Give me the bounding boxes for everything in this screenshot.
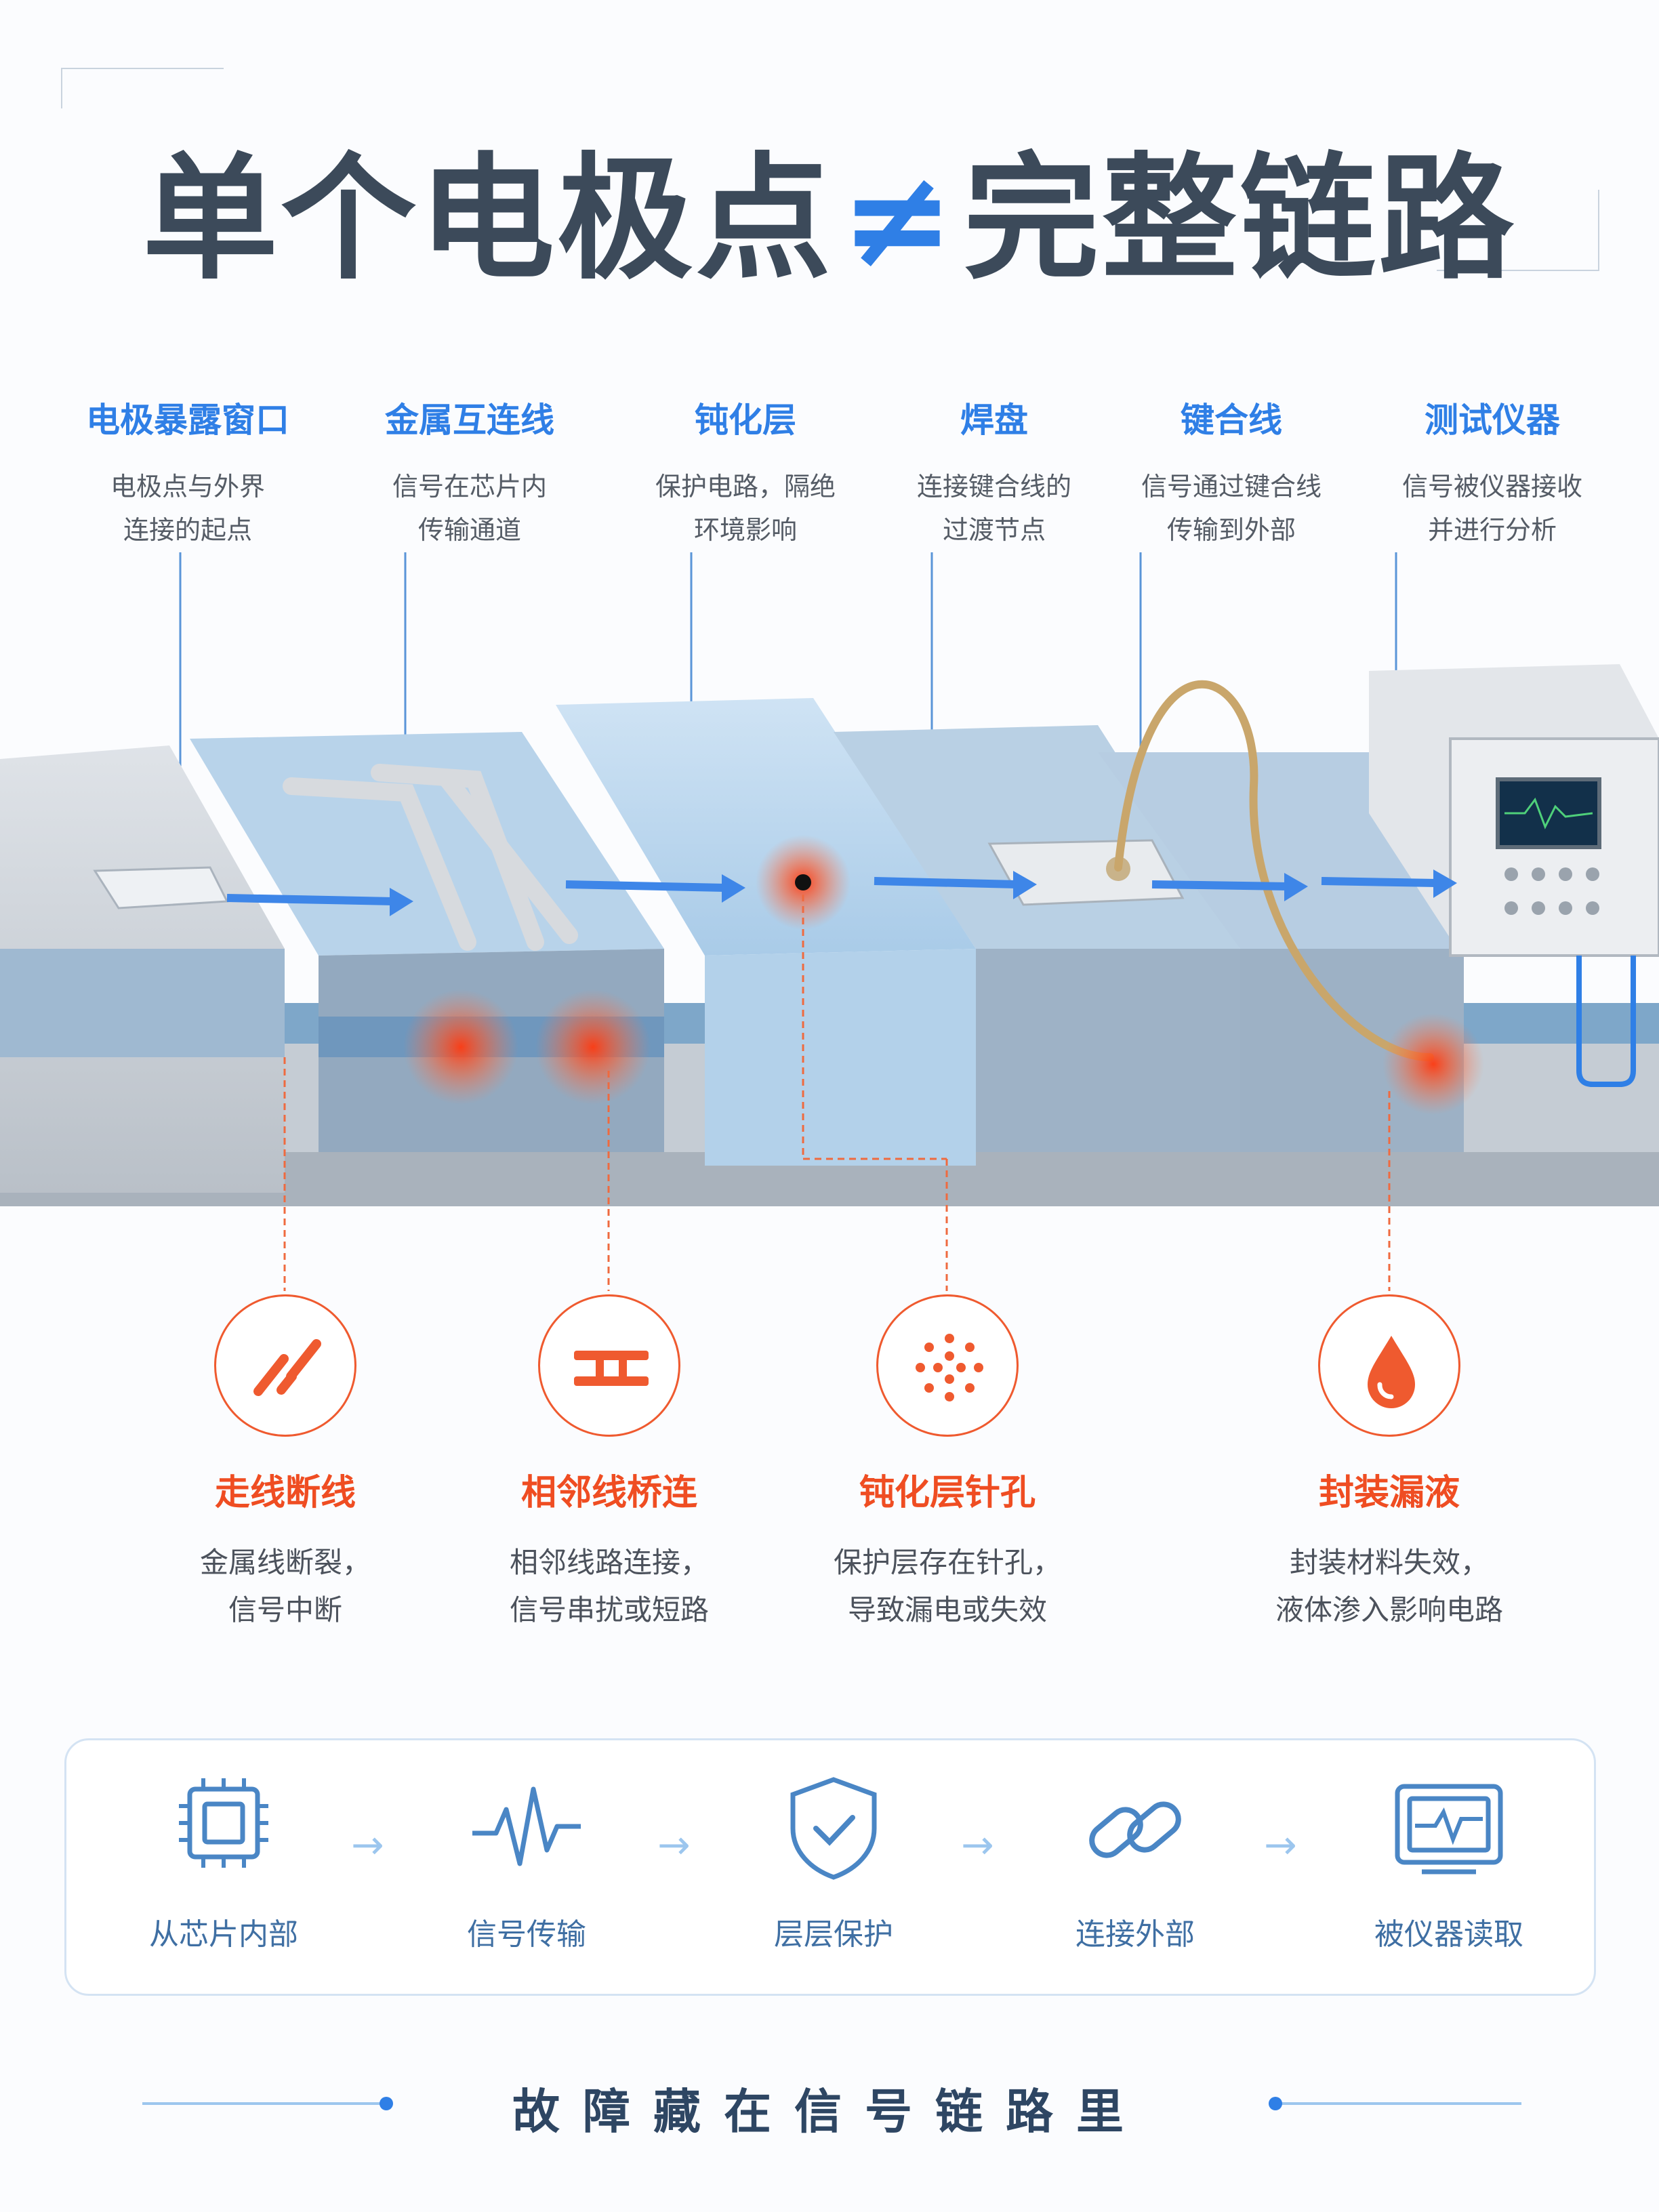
pinhole-dots-icon [876, 1294, 1019, 1437]
title-left: 单个电极点 [142, 140, 834, 298]
component-name: 金属互连线 [385, 401, 554, 440]
fault-desc-line: 液体渗入影响电路 [1275, 1593, 1503, 1626]
footer-dot [1269, 2097, 1282, 2110]
component-desc-line: 传输到外部 [1166, 515, 1296, 545]
component-bond-pad: 焊盘 连接键合线的 过渡节点 [865, 393, 1123, 552]
fault-name: 钝化层针孔 [859, 1473, 1036, 1513]
component-name: 键合线 [1181, 401, 1282, 440]
flow-step-connect: 连接外部 [1033, 1776, 1237, 1953]
component-desc-line: 电极点与外界 [110, 472, 265, 501]
flow-step-chip: 从芯片内部 [122, 1776, 325, 1953]
fault-desc-line: 保护层存在针孔， [833, 1546, 1061, 1579]
flow-step-protection: 层层保护 [732, 1776, 935, 1953]
flow-step-label: 连接外部 [1076, 1917, 1195, 1952]
component-desc-line: 连接键合线的 [916, 472, 1071, 501]
fault-desc-line: 封装材料失效， [1289, 1546, 1489, 1579]
fault-name: 走线断线 [214, 1473, 356, 1513]
flow-step-label: 信号传输 [467, 1917, 586, 1952]
flow-step-label: 层层保护 [774, 1917, 893, 1952]
flow-arrow-icon: → [1264, 1822, 1297, 1868]
component-desc-line: 过渡节点 [942, 515, 1046, 545]
component-desc-line: 连接的起点 [123, 515, 252, 545]
component-desc-line: 信号在芯片内 [392, 472, 547, 501]
waveform-icon [472, 1786, 581, 1866]
component-name: 焊盘 [960, 401, 1028, 440]
fault-name: 封装漏液 [1318, 1473, 1460, 1513]
component-name: 电极暴露窗口 [86, 401, 289, 440]
fault-passivation-pinhole: 钝化层针孔 保护层存在针孔， 导致漏电或失效 [785, 1464, 1110, 1634]
component-desc-line: 信号通过键合线 [1141, 472, 1322, 501]
flow-step-readout: 被仪器读取 [1347, 1776, 1551, 1953]
fault-desc-line: 信号串扰或短路 [509, 1593, 709, 1626]
component-electrode-window: 电极暴露窗口 电极点与外界 连接的起点 [59, 393, 316, 552]
component-bond-wire: 键合线 信号通过键合线 传输到外部 [1103, 393, 1360, 552]
flow-step-label: 被仪器读取 [1374, 1917, 1523, 1952]
component-desc-line: 信号被仪器接收 [1401, 472, 1582, 501]
fault-adjacent-bridging: 相邻线桥连 相邻线路连接， 信号串扰或短路 [447, 1464, 772, 1634]
flow-arrow-icon: → [961, 1822, 994, 1868]
fault-desc-line: 信号中断 [228, 1593, 342, 1626]
fault-desc-line: 导致漏电或失效 [847, 1593, 1047, 1626]
component-desc-line: 传输通道 [417, 515, 521, 545]
component-name: 测试仪器 [1425, 401, 1560, 440]
bridge-icon [538, 1294, 680, 1437]
flow-step-label: 从芯片内部 [149, 1917, 298, 1952]
fault-name: 相邻线桥连 [520, 1473, 697, 1513]
droplet-icon [1318, 1294, 1460, 1437]
title-right: 完整链路 [963, 140, 1517, 298]
monitor-icon [1395, 1784, 1503, 1875]
component-metal-interconnect: 金属互连线 信号在芯片内 传输通道 [341, 393, 598, 552]
footer-dot [380, 2097, 393, 2110]
page-title: 单个电极点≠完整链路 [0, 108, 1659, 305]
component-test-instrument: 测试仪器 信号被仪器接收 并进行分析 [1364, 393, 1621, 552]
chain-link-icon [1089, 1801, 1181, 1858]
broken-line-icon [214, 1294, 356, 1437]
component-desc-line: 环境影响 [693, 515, 797, 545]
component-name: 钝化层 [695, 401, 796, 440]
flow-arrow-icon: → [351, 1822, 384, 1868]
fault-package-leak: 封装漏液 封装材料失效， 液体渗入影响电路 [1227, 1464, 1552, 1634]
footer-caption: 故障藏在信号链路里 [512, 2084, 1147, 2139]
flow-step-signal: 信号传输 [425, 1776, 628, 1953]
component-passivation: 钝化层 保护电路，隔绝 环境影响 [617, 393, 874, 552]
shield-check-icon [790, 1777, 877, 1880]
component-desc-line: 并进行分析 [1427, 515, 1557, 545]
component-desc-line: 保护电路，隔绝 [655, 472, 836, 501]
fault-desc-line: 金属线断裂， [199, 1546, 371, 1579]
chip-icon [179, 1778, 268, 1868]
fault-broken-trace: 走线断线 金属线断裂， 信号中断 [123, 1464, 448, 1634]
fault-desc-line: 相邻线路连接， [509, 1546, 709, 1579]
not-equal-symbol: ≠ [840, 140, 957, 298]
flow-arrow-icon: → [657, 1822, 691, 1868]
